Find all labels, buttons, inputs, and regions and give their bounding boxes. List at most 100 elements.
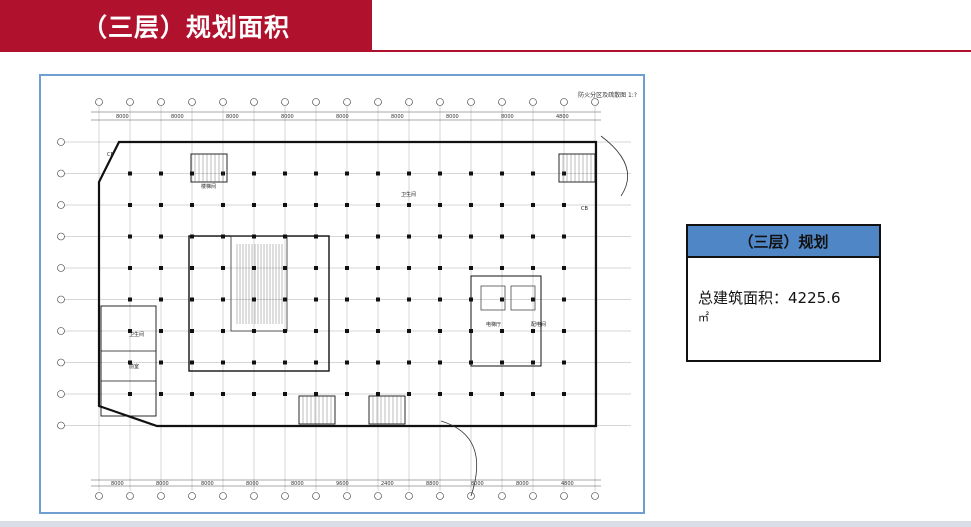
dimension-label-bottom: 8800: [426, 481, 439, 487]
grid-bubble: [57, 295, 65, 304]
dimension-label-bottom: 8000: [201, 481, 214, 487]
structural-column: [407, 297, 411, 302]
grid-bubble: [591, 98, 599, 106]
structural-column: [407, 203, 411, 207]
structural-column: [252, 171, 256, 176]
dimension-label-top: 8000: [501, 114, 514, 120]
grid-bubble: [126, 492, 134, 500]
structural-column: [438, 392, 442, 396]
structural-column: [376, 392, 380, 396]
structural-column: [314, 329, 318, 333]
structural-column: [159, 360, 163, 365]
structural-column: [190, 203, 194, 207]
structural-column: [314, 297, 318, 302]
structural-column: [190, 266, 194, 270]
room-label: 前室: [129, 363, 139, 370]
structural-column: [252, 329, 256, 333]
structural-column: [283, 360, 287, 365]
structural-column: [500, 360, 504, 365]
structural-column: [438, 360, 442, 365]
stair-core: [368, 395, 406, 425]
structural-column: [531, 297, 535, 302]
structural-column: [252, 234, 256, 239]
grid-bubble: [188, 492, 196, 500]
area-info-title: （三层）规划: [738, 232, 829, 251]
structural-column: [314, 360, 318, 365]
structural-column: [531, 329, 535, 333]
grid-bubble: [405, 492, 413, 500]
room-label: CB: [107, 152, 114, 158]
room-label: 卫生间: [129, 331, 144, 338]
grid-bubble: [57, 264, 65, 272]
grid-bubble: [57, 232, 65, 241]
structural-column: [500, 266, 504, 270]
structural-column: [159, 234, 163, 239]
footer-divider: [0, 521, 971, 527]
structural-column: [469, 203, 473, 207]
grid-bubble: [405, 98, 413, 106]
grid-bubble: [57, 201, 65, 209]
title-banner: （三层）规划面积: [0, 0, 372, 52]
grid-bubble: [312, 492, 320, 500]
structural-column: [531, 360, 535, 365]
grid-bubble: [560, 98, 568, 106]
exterior-wall: [97, 140, 598, 428]
curved-ramp: [440, 420, 478, 497]
grid-bubble: [157, 98, 165, 106]
grid-bubble: [157, 492, 165, 500]
structural-column: [190, 392, 194, 396]
structural-column: [221, 203, 225, 207]
structural-column: [345, 171, 349, 176]
dimension-label-top: 8000: [336, 114, 349, 120]
elevator-shaft: [510, 285, 536, 311]
dimension-label-bottom: 8000: [471, 481, 484, 487]
structural-column: [469, 234, 473, 239]
elevator-shaft: [480, 285, 506, 311]
structural-column: [438, 266, 442, 270]
structural-column: [283, 234, 287, 239]
dimension-label-top: 8000: [281, 114, 294, 120]
grid-bubble: [57, 327, 65, 335]
structural-column: [221, 234, 225, 239]
structural-column: [562, 297, 566, 302]
dimension-label-bottom: 8000: [516, 481, 529, 487]
grid-bubble: [95, 98, 103, 106]
structural-column: [376, 297, 380, 302]
dimension-label-top: 8000: [171, 114, 184, 120]
grid-bubble: [188, 98, 196, 106]
room-label: CB: [581, 206, 588, 212]
structural-column: [469, 392, 473, 396]
structural-column: [314, 392, 318, 396]
structural-column: [252, 297, 256, 302]
structural-column: [221, 266, 225, 270]
structural-column: [562, 234, 566, 239]
grid-bubble: [250, 98, 258, 106]
structural-column: [128, 234, 132, 239]
structural-column: [376, 234, 380, 239]
structural-column: [159, 297, 163, 302]
structural-column: [283, 329, 287, 333]
area-info-body: 总建筑面积：4225.6 ㎡: [688, 258, 879, 328]
structural-column: [500, 392, 504, 396]
structural-column: [190, 297, 194, 302]
structural-column: [221, 360, 225, 365]
structural-column: [283, 266, 287, 270]
grid-bubble: [529, 492, 537, 500]
structural-column: [252, 203, 256, 207]
grid-bubble: [529, 98, 537, 106]
grid-bubble: [498, 492, 506, 500]
grid-bubble: [436, 492, 444, 500]
structural-column: [159, 329, 163, 333]
structural-column: [314, 203, 318, 207]
structural-column: [562, 171, 566, 176]
structural-column: [562, 392, 566, 396]
stair-core: [558, 153, 596, 183]
grid-bubble: [57, 169, 65, 178]
dimension-label-bottom: 8000: [111, 481, 124, 487]
structural-column: [438, 203, 442, 207]
structural-column: [252, 360, 256, 365]
structural-column: [314, 266, 318, 270]
structural-column: [345, 203, 349, 207]
grid-bubble: [95, 492, 103, 500]
dimension-label-top: 8000: [446, 114, 459, 120]
